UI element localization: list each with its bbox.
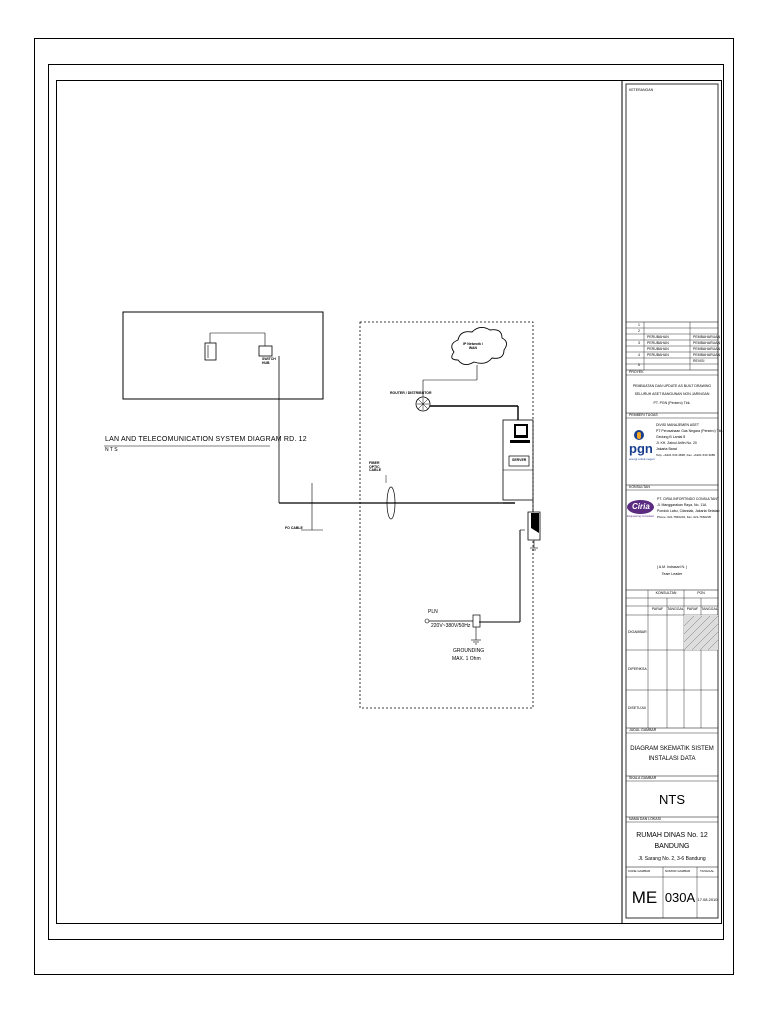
server-label: SERVER: [512, 458, 527, 462]
proyek-line-2: SELURUH ASET BANGUNAN NON JARINGAN: [634, 392, 710, 396]
signer-role: Team Leader: [661, 572, 683, 576]
pgn-logo-text: pgn: [629, 441, 653, 456]
ip-network-label: IP Network / WAN: [463, 342, 483, 350]
grounding-label: GROUNDING: [453, 648, 485, 654]
skala-value: NTS: [659, 792, 685, 807]
approval-subheader: PARAF: [651, 607, 664, 611]
lokasi-name: RUMAH DINAS No. 12: [636, 832, 708, 839]
keterangan-label: KETERANGAN: [629, 88, 654, 92]
revision-desc: PERUBAHAN: [647, 353, 669, 357]
judul-line-1: DIAGRAM SKEMATIK SISTEM: [630, 746, 714, 752]
switch-hub-label: SWITCH HUB: [262, 357, 276, 365]
revision-date: PEMBAHARUAN: [693, 353, 721, 357]
proyek-line-3: PT. PGN (Persero) Tbk.: [653, 401, 691, 405]
approval-header-konsultan: KONSULTAN: [655, 591, 677, 595]
revision-no: 4: [638, 353, 640, 357]
proyek-line-1: PEMBUATAN DAN UPDATE AS BUILT DRAWING: [632, 384, 712, 388]
revision-date: REVISI: [693, 359, 705, 363]
sheet-outer-border: [34, 38, 734, 975]
fo-cable-label: FO CABLE: [285, 526, 303, 530]
approval-row-label: DIGAMBAR: [628, 630, 647, 634]
voltage-label: 220V~380V/50Hz: [431, 623, 471, 629]
pemberi-tugas-label: PEMBERI TUGAS: [629, 413, 658, 417]
fiber-optic-coupler: [386, 486, 396, 520]
revision-no: 1: [638, 323, 640, 327]
pemberi-tugas-line: DIVISI MANAJEMEN ASET: [656, 423, 699, 427]
approval-subheader: PARAF: [686, 607, 699, 611]
approval-header-pgn: PGN: [697, 591, 705, 595]
diagram-scale-note: N T S: [105, 447, 118, 453]
tanggal-label: TANGGAL: [700, 869, 715, 873]
revision-no: 2: [638, 329, 640, 333]
building-outline: [122, 311, 324, 400]
ciria-tagline: Engineering Consultant: [627, 515, 654, 518]
ciria-logo: Ciria Engineering Consultant: [627, 500, 655, 522]
proyek-label: PROYEK: [629, 370, 644, 374]
revision-date: PEMBAHARUAN: [693, 347, 721, 351]
nomor-gambar-label: NOMOR GAMBAR: [665, 869, 691, 873]
revision-desc: PERUBAHAN: [647, 335, 669, 339]
revision-desc: PERUBAHAN: [647, 341, 669, 345]
pln-label: PLN: [428, 609, 438, 615]
pemberi-tugas-line: PT Perusahaan Gas Negara (Persero) Tbk.: [656, 429, 724, 433]
server-rack: [502, 419, 534, 501]
sheet-inner-border: [56, 80, 722, 924]
server-box: [508, 455, 530, 467]
sheet-middle-border: [48, 64, 724, 940]
tanggal-value: 17.08.2010: [697, 897, 718, 902]
signer-name: ( A.M. Indrasari N. ): [656, 565, 688, 569]
approval-subheader: TANGGAL: [667, 607, 684, 611]
hatched-cell: [683, 615, 719, 651]
revision-no: 5: [638, 363, 640, 367]
lokasi-label: NAMA DAN LOKASI: [629, 817, 661, 821]
pgn-tagline: energi untuk negeri: [629, 457, 655, 461]
kode-gambar-label: KODE GAMBAR: [628, 869, 651, 873]
revision-desc: PERUBAHAN: [647, 347, 669, 351]
approval-row-label: DIPERIKSA: [628, 667, 647, 671]
revision-date: PEMBAHARUAN: [693, 341, 721, 345]
judul-label: JUDUL GAMBAR: [629, 728, 657, 732]
phone-outlet-symbol: [204, 342, 217, 361]
approval-row-label: DISETUJUI: [628, 706, 647, 710]
title-block-frame: [625, 83, 719, 919]
pgn-logo: pgn energi untuk negeri: [628, 430, 655, 470]
kode-gambar-value: ME: [631, 888, 658, 907]
lokasi-address: Jl. Sarang No. 2, 3-6 Bandung: [638, 856, 706, 862]
kwh-meter-symbol: [472, 614, 481, 628]
pln-source-symbol: [424, 618, 430, 624]
revision-no: 3: [638, 341, 640, 345]
pemberi-tugas-line: Gedung B Lantai 8: [656, 435, 686, 439]
pemberi-tugas-line: Jakarta Barat: [656, 447, 677, 451]
switch-hub-symbol: [258, 345, 273, 357]
skala-label: SKALA GAMBAR: [629, 776, 657, 780]
lokasi-city: BANDUNG: [654, 843, 690, 850]
ciria-logo-text: Ciria: [632, 502, 650, 511]
pemberi-tugas-line: Telp. +6221 633 4838, Fax. +6221 633 308…: [656, 453, 716, 457]
konsultan-line: Phone. 021-7660204, Fax. 021-7660205: [657, 515, 712, 519]
router-label: ROUTER / DISTRIBUTOR: [390, 391, 432, 395]
judul-line-2: INSTALASI DATA: [648, 756, 696, 762]
konsultan-line: PT. CIRIA INFORTINDO CONSULTANT: [657, 497, 720, 501]
revision-date: PEMBAHARUAN: [693, 335, 721, 339]
approval-subheader: TANGGAL: [701, 607, 718, 611]
fiber-optic-label: FIBER OPTIC CABLE: [369, 461, 382, 472]
ip-network-cloud: [451, 327, 507, 365]
diagram-title: LAN AND TELECOMUNICATION SYSTEM DIAGRAM …: [105, 436, 307, 443]
pemberi-tugas-line: Jl. KH. Zainul Arifin No. 20: [656, 441, 697, 445]
nomor-gambar-value: 030A: [664, 890, 696, 905]
konsultan-line: Pondok Labu, Cilandak, Jakarta Selatan: [657, 509, 720, 513]
grounding-max-label: MAX. 1 Ohm: [452, 656, 481, 662]
konsultan-line: Jl. Manggarakan Raya, No. 11A: [657, 503, 707, 507]
konsultan-label: KONSULTAN: [629, 485, 650, 489]
